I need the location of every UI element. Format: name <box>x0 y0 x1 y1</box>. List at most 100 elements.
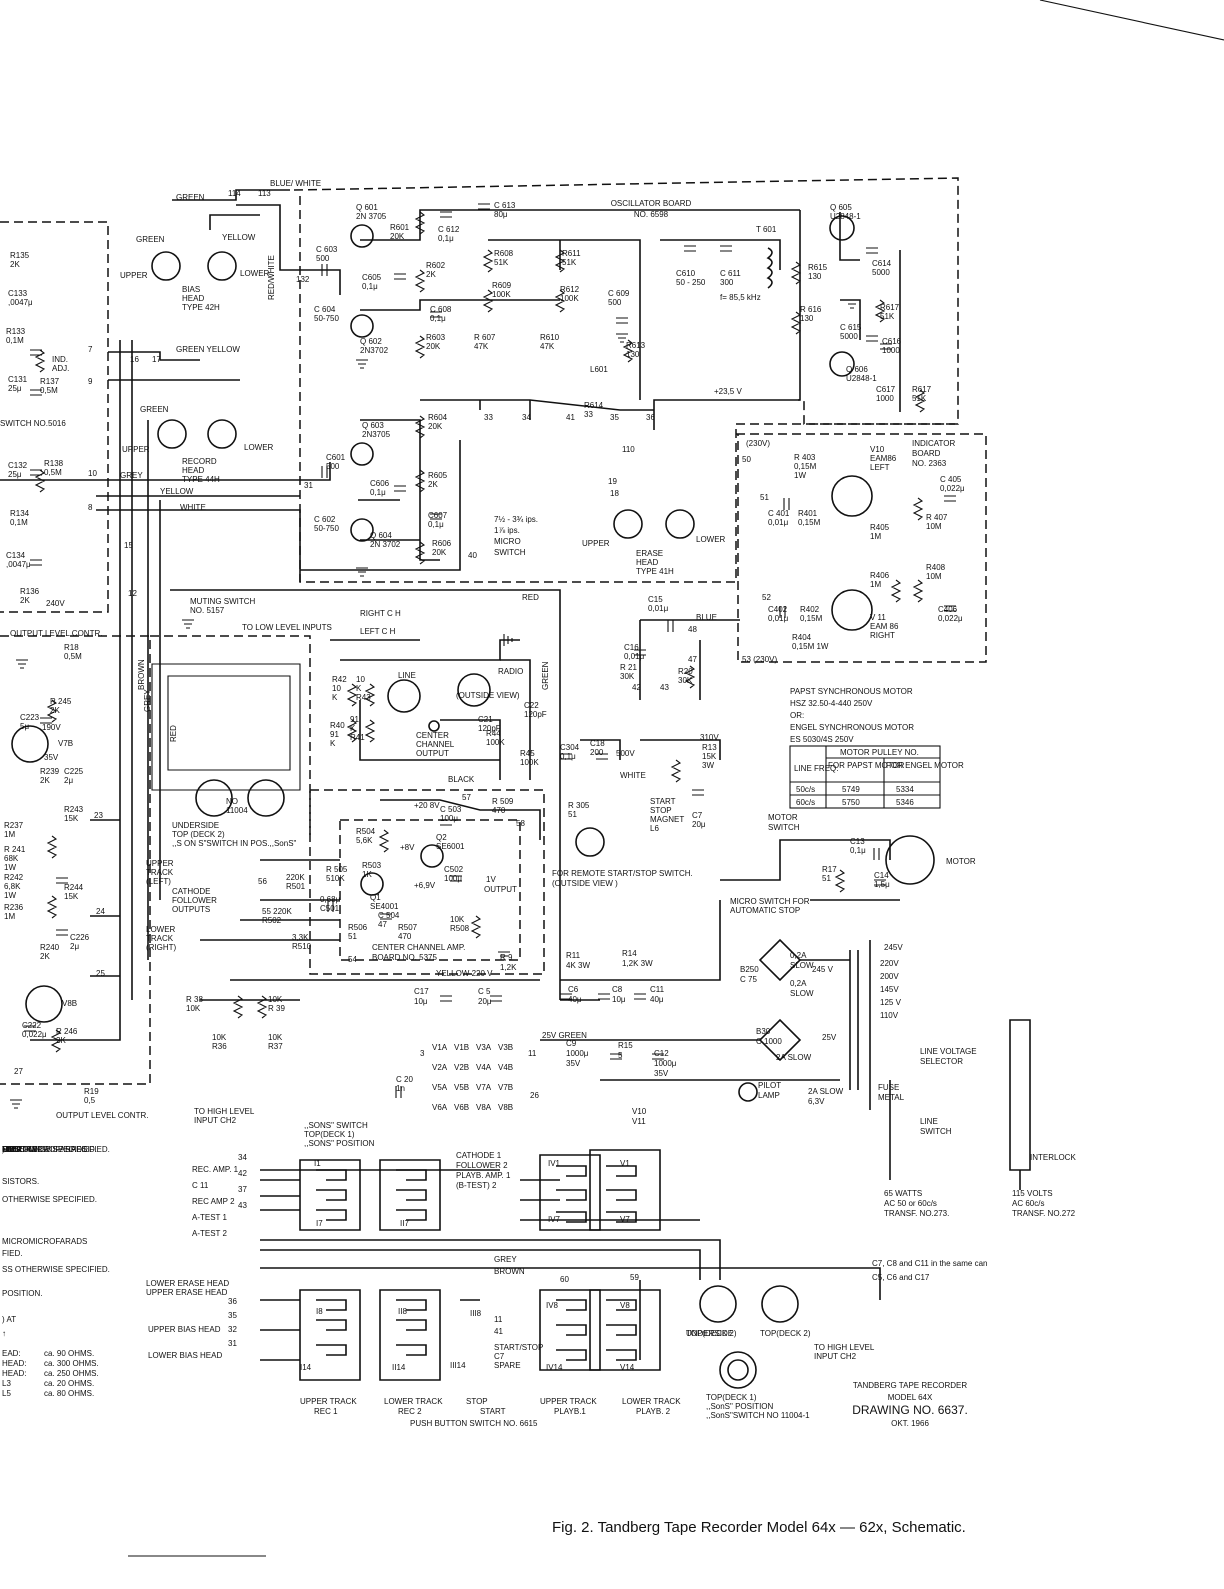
label-left_edge-r240-1: 2K <box>40 952 50 961</box>
label-remote-c18-0: C18 <box>590 739 605 748</box>
label-node_nums-33: 19 <box>608 477 617 486</box>
label-vol_ctrl-c20-1: 1n <box>396 1084 405 1093</box>
label-osc_parts-r610-1: 47K <box>540 342 555 351</box>
label-remote-r13-1: 15K <box>702 752 717 761</box>
label-notes_left-5: SS OTHERWISE SPECIFIED. <box>2 1145 110 1154</box>
label-colors-top-1: BLUE/ WHITE <box>270 179 321 188</box>
label-colors-top-3: YELLOW <box>222 233 256 242</box>
resistor-group <box>34 211 926 1053</box>
label-osc_parts-c611-0: C 611 <box>720 269 741 278</box>
label-pushbutton-nums4-1: 59 <box>630 1273 639 1282</box>
label-osc_parts-c617-1: 1000 <box>876 394 894 403</box>
label-center_amp_parts-c503-1: 100μ <box>440 814 458 823</box>
line-connector <box>387 679 421 713</box>
label-pushbutton-contacts-7: III8 <box>470 1309 482 1318</box>
label-center_amp_parts-r41-2: R41 <box>350 733 365 742</box>
label-power-r9-1: 1,2K <box>500 963 517 972</box>
label-power-b30-1: C 1000 <box>756 1037 782 1046</box>
transistor-q605 <box>829 215 855 241</box>
tube-v10 <box>831 475 873 517</box>
label-tracks-cathode-1: FOLLOWER <box>172 896 217 905</box>
label-upper-erase: UPPER <box>582 539 610 548</box>
label-left_edge-c225-1: 2μ <box>64 776 73 785</box>
label-pushbutton-bottom-0: UPPER TRACK <box>300 1397 357 1406</box>
label-power-interlock: INTERLOCK <box>1030 1153 1076 1162</box>
label-motor-table-rows-0-2: 5334 <box>896 785 914 794</box>
label-power-taps-2: 145V <box>880 985 899 994</box>
label-pushbutton-nums2-2: 32 <box>228 1325 237 1334</box>
label-left_edge-c223-1: 5μ <box>20 722 29 731</box>
label-transistors-2-type: 2N3705 <box>362 430 391 439</box>
label-indicator_parts-r408-1: 10M <box>926 572 942 581</box>
label-pushbutton-nums2-0: 36 <box>228 1297 237 1306</box>
label-indicator_parts-r404-1: 0,15M 1W <box>792 642 829 651</box>
label-remote-c7-1: 20μ <box>692 820 706 829</box>
label-tubes-row1-2: V3A <box>476 1043 492 1052</box>
label-left_edge-c222-1: 0,022μ <box>22 1030 47 1039</box>
label-center_amp_parts-c501-1: C501 <box>320 904 340 913</box>
label-center_amp_parts-r510-0: 3,3K <box>292 933 309 942</box>
label-notes_left-5: SS OTHERWISE SPECIFIED. <box>2 1265 110 1274</box>
label-pushbutton-left_nums-2: 37 <box>238 1185 247 1194</box>
label-osc_parts-c612-1: 0,1μ <box>438 234 454 243</box>
label-left_edge-c225-0: C225 <box>64 767 84 776</box>
label-heads-record-1: HEAD <box>182 466 204 475</box>
label-center_amp_parts-r43-2: R43 <box>356 693 371 702</box>
label-left_edge-r136-1: 2K <box>20 596 30 605</box>
label-power-v245b: 245 V <box>812 965 834 974</box>
label-switches-sons-1: TOP (DECK 2) <box>172 830 225 839</box>
label-node_nums-16: 8 <box>88 503 93 512</box>
label-colors-top-5: GREEN <box>140 405 169 414</box>
label-indicator_parts-v230b: 53 (230V) <box>742 655 777 664</box>
label-left_edge-r135-1: 2K <box>10 260 20 269</box>
label-osc_parts-c614-1: 5000 <box>872 268 890 277</box>
label-node_nums-38: 12 <box>128 589 137 598</box>
label-ohms-4-1: ca. 80 OHMS. <box>44 1389 94 1398</box>
label-osc_parts-r617a-0: R617 <box>880 303 900 312</box>
label-remote-r305-0: R 305 <box>568 801 590 810</box>
label-osc_parts-r607-0: R 607 <box>474 333 496 342</box>
label-osc_parts-c614-0: C614 <box>872 259 892 268</box>
label-power-taps-0: 220V <box>880 959 899 968</box>
label-motor-table-rows-1-2: 5346 <box>896 798 914 807</box>
label-indicator_parts-r401-0: R401 <box>798 509 818 518</box>
label-indicator_parts-r408-0: R408 <box>926 563 946 572</box>
upper-erase-head <box>613 509 643 539</box>
label-inputs-high1-1: INPUT CH2 <box>194 1116 237 1125</box>
label-ohms-0-0: EAD: <box>2 1349 21 1358</box>
label-muting-1: NO. 5157 <box>190 606 225 615</box>
label-tracks-upper-2: (LEFT) <box>146 877 171 886</box>
label-indicator_parts-r406-0: R406 <box>870 571 890 580</box>
label-osc_parts-c603-0: C 603 <box>316 245 338 254</box>
label-center_amp_parts-c22-0: C22 <box>524 701 539 710</box>
components <box>10 0 1224 1557</box>
label-left_edge-r241-1: 68K <box>4 854 19 863</box>
label-switches-sons-2: ,,S ON S"SWITCH IN POS.,,SonS" <box>172 839 297 848</box>
label-motor-c13-1: 0,1μ <box>850 846 866 855</box>
label-left_edge-out_level: OUTPUT LEVEL CONTR. <box>10 629 102 638</box>
label-pushbutton-bottom-9: PLAYB. 2 <box>636 1407 671 1416</box>
label-motor-papst-4: ES 5030/4S 250V <box>790 735 854 744</box>
label-switches-top3-0: TOP(DECK 1) <box>706 1393 757 1402</box>
label-heads-erase-0: ERASE <box>636 549 663 558</box>
label-power-c12-2: 35V <box>654 1069 669 1078</box>
label-pushbutton-start_stop-1: C7 <box>494 1352 505 1361</box>
label-indicator_parts-r403-0: R 403 <box>794 453 816 462</box>
label-tubes-row3-0: V5A <box>432 1083 448 1092</box>
label-notes_left-0: HMS <box>2 1145 20 1154</box>
label-vol_ctrl-r36-0: 10K <box>212 1033 227 1042</box>
label-pushbutton-contacts-11: IV8 <box>546 1301 559 1310</box>
label-osc_parts-freq: f= 85,5 kHz <box>720 293 761 302</box>
label-tubes-row1-3: V3B <box>498 1043 513 1052</box>
label-motor-papst-2: OR: <box>790 711 804 720</box>
label-indicator_parts-r403-2: 1W <box>794 471 806 480</box>
label-left_edge-c134-0: C134 <box>6 551 26 560</box>
label-power-fuse4-0: 2A SLOW <box>808 1087 844 1096</box>
label-colors-misc-4: BROWN <box>137 659 146 690</box>
label-power-watts-1: AC 50 or 60c/s <box>884 1199 937 1208</box>
label-colors-misc-7: GREEN <box>541 661 550 690</box>
label-indicator_parts-c401-0: C 401 <box>768 509 790 518</box>
label-osc_parts-c610-1: 50 - 250 <box>676 278 706 287</box>
label-indicator_parts-r407-0: R 407 <box>926 513 948 522</box>
label-center_amp_parts-q1-1: SE4001 <box>370 902 399 911</box>
